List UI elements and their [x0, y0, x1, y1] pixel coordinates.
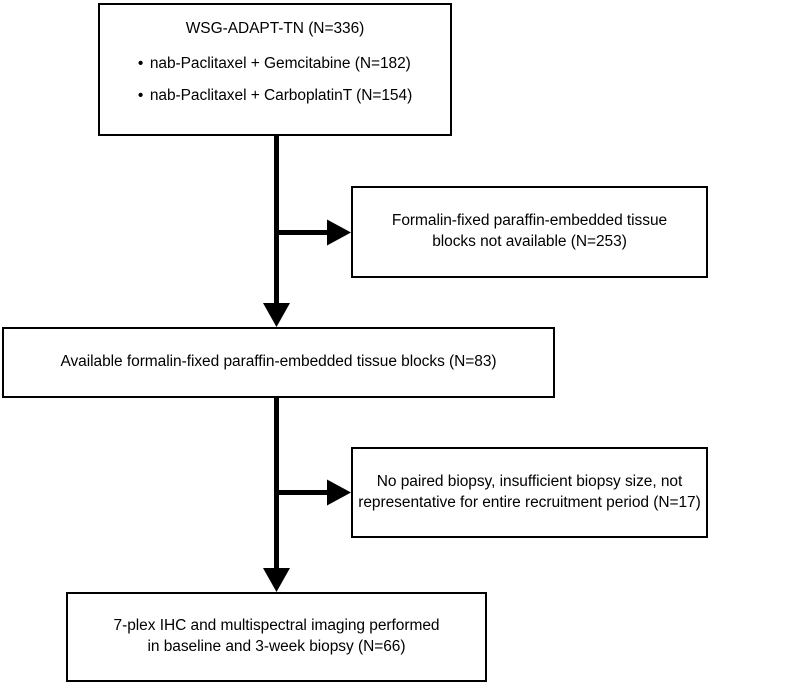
arrowhead-right-to-exclusion-2: [327, 479, 351, 506]
analysis-line-2: in baseline and 3-week biopsy (N=66): [147, 638, 406, 655]
enrollment-arm-list: • nab-Paclitaxel + Gemcitabine (N=182) • n…: [138, 54, 412, 107]
enrollment-arm-item: • nab-Paclitaxel + CarboplatinT (N=154): [138, 86, 412, 107]
exclusion-1-line-1: Formalin-fixed paraffin-embedded tissue: [391, 212, 668, 230]
bullet-icon: •: [137, 54, 144, 72]
exclusion-2-line-1: No paired biopsy, insufficient biopsy si…: [376, 472, 683, 490]
exclusion-2-line-2: representative for entire recruitment pe…: [358, 493, 701, 511]
flow-box-analysis: 7-plex IHC and multispectral imaging per…: [66, 592, 487, 682]
arrowhead-down-to-available-blocks: [263, 303, 290, 327]
available-blocks-line-1: Available formalin-fixed paraffin-embedd…: [60, 353, 497, 371]
enrollment-title: WSG-ADAPT-TN (N=336): [185, 20, 365, 37]
arrowhead-down-to-analysis: [263, 568, 290, 592]
analysis-line-1: 7-plex IHC and multispectral imaging per…: [113, 617, 440, 635]
flow-box-exclusion-2: No paired biopsy, insufficient biopsy si…: [351, 447, 708, 538]
flow-box-available-blocks: Available formalin-fixed paraffin-embedd…: [2, 327, 555, 398]
exclusion-1-line-2: blocks not available (N=253): [432, 233, 627, 250]
enrollment-arm-label: nab-Paclitaxel + CarboplatinT (N=154): [149, 86, 413, 104]
flow-box-enrollment: WSG-ADAPT-TN (N=336) • nab-Paclitaxel + G…: [98, 3, 452, 136]
enrollment-arm-item: • nab-Paclitaxel + Gemcitabine (N=182): [138, 54, 412, 75]
bullet-icon: •: [137, 86, 144, 104]
enrollment-arm-label: nab-Paclitaxel + Gemcitabine (N=182): [149, 54, 411, 72]
flow-box-exclusion-1: Formalin-fixed paraffin-embedded tissue …: [351, 186, 708, 278]
arrowhead-right-to-exclusion-1: [327, 219, 351, 246]
